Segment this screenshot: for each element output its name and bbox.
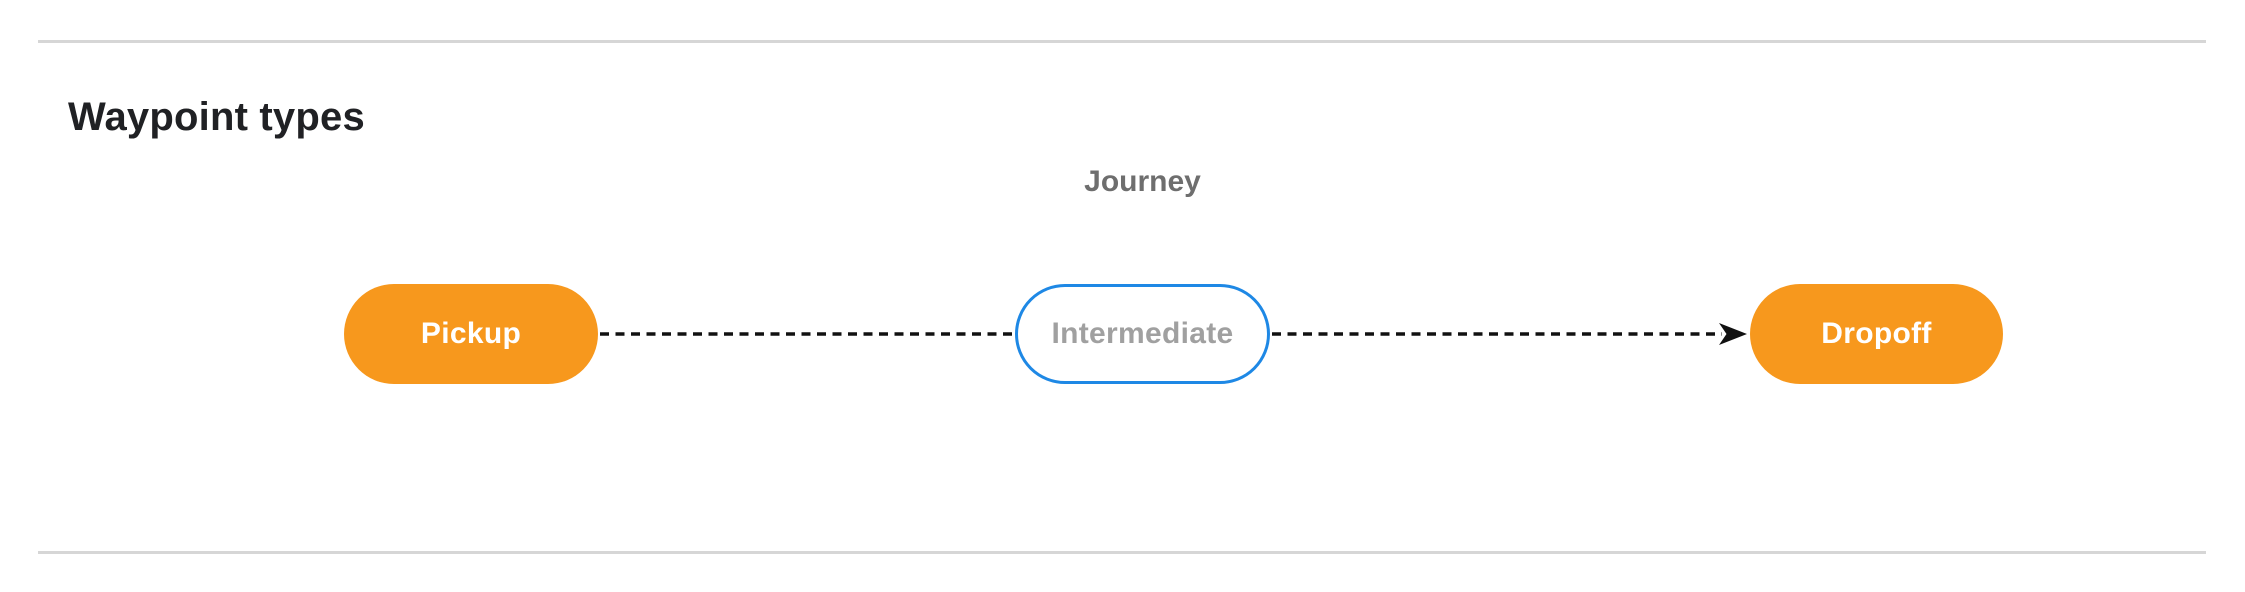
top-divider: [38, 40, 2206, 43]
arrow-head-icon: [1719, 323, 1747, 345]
section-title: Waypoint types: [68, 95, 365, 140]
node-pickup: Pickup: [344, 284, 598, 384]
node-dropoff: Dropoff: [1750, 284, 2003, 384]
journey-label: Journey: [1084, 165, 1201, 198]
node-intermediate: Intermediate: [1015, 284, 1270, 384]
bottom-divider: [38, 551, 2206, 554]
